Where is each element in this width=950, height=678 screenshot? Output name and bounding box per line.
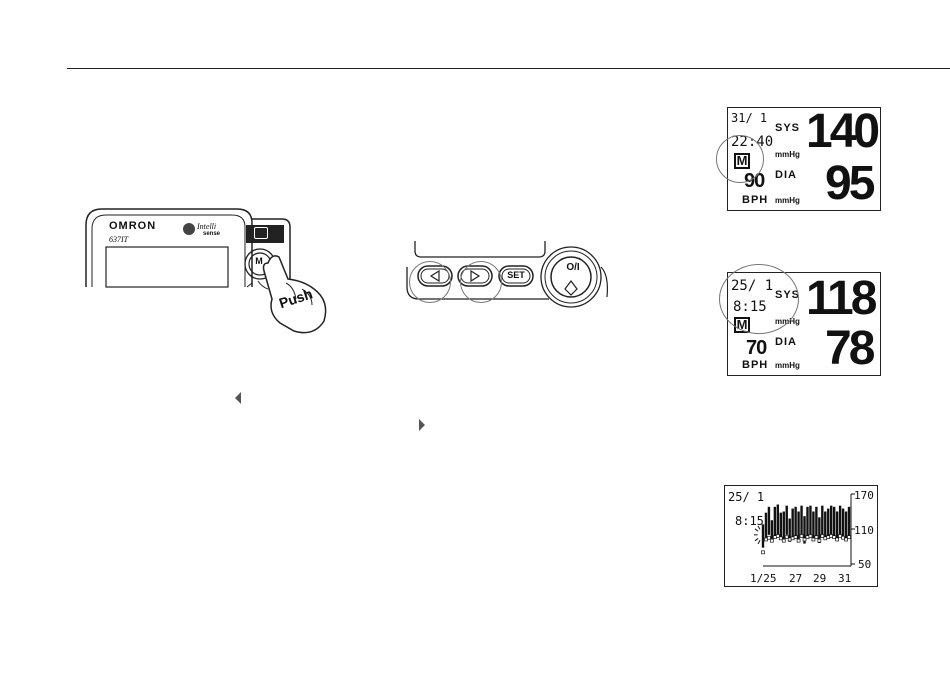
y-tick-label: 170 [854,489,874,502]
pulse-point [785,536,788,539]
bp-bar [762,524,764,547]
sys-unit: mmHg [775,150,800,159]
x-tick-label: 31 [838,572,851,585]
x-tick-label: 1/25 [750,572,777,585]
pulse-point [836,538,839,541]
pulse-point [770,539,773,542]
dia-label: DIA [775,169,797,181]
date-highlight-circle [719,264,799,334]
blink-ray [758,526,760,530]
pulse-point [848,536,851,539]
pulse-point [794,536,797,539]
pulse-point [833,536,836,539]
bp-bar [812,512,814,540]
pulse-point [782,539,785,542]
bp-bar [791,509,793,538]
left-button-highlight [409,261,451,303]
pulse-label: BPH [742,194,768,206]
pulse-point [791,537,794,540]
right-arrow-icon [417,418,427,432]
memory-button[interactable]: M [253,256,265,266]
bp-bar [842,509,844,538]
pulse-label: BPH [742,359,768,371]
bp-bar [827,509,829,538]
dia-unit: mmHg [775,361,800,370]
bp-bar [797,512,799,541]
pulse-point [764,538,767,541]
bp-bar [768,507,770,535]
pulse-point [767,536,770,539]
reading-date: 31/ 1 [731,111,767,125]
dia-value: 78 [825,325,872,373]
bp-bar [765,513,767,538]
intellisense-icon [183,223,195,235]
bp-bar [824,512,826,538]
blink-ray [758,540,760,544]
model-number: 637IT [109,235,128,244]
bp-bar [836,512,838,540]
bp-bar [830,506,832,535]
bp-bar [821,506,823,535]
pulse-point [824,537,827,540]
bp-bar [839,506,841,535]
dia-value: 95 [825,160,872,208]
y-tick-label: 110 [854,524,874,537]
pulse-point [827,536,830,539]
bp-bar [783,512,785,540]
bp-bar [845,512,847,541]
x-tick-label: 27 [789,572,802,585]
y-tick-label: 50 [858,558,871,571]
lcd-display-trend: 25/ 1 8:15 170 110 50 1/25 27 29 31 [724,485,878,587]
dia-unit: mmHg [775,196,800,205]
x-tick-label: 29 [813,572,826,585]
right-button-highlight [460,261,502,303]
pulse-point [809,535,812,538]
bp-bar [815,507,817,536]
pulse-point [800,535,803,538]
bp-bar [771,520,773,540]
bp-bar [794,507,796,536]
bp-bar [780,513,782,538]
dia-label: DIA [775,336,797,348]
pulse-point [818,539,821,542]
bp-bar [774,507,776,536]
bp-bar [800,506,802,535]
pulse-point [797,539,800,542]
pulse-point [773,536,776,539]
pulse-point [762,551,765,554]
brand-logo: OMRON [109,220,156,232]
set-button[interactable]: SET [501,270,531,280]
blink-ray [755,538,758,540]
memory-icon [254,227,268,239]
pulse-point [812,538,815,541]
sys-label: SYS [775,122,800,134]
pulse-value: 70 [746,337,766,360]
pulse-point [821,535,824,538]
bp-bar [809,506,811,535]
pulse-point [845,538,848,541]
intellisense-sub: sense [203,231,220,237]
pulse-point [788,538,791,541]
sys-value: 118 [806,275,874,323]
pulse-point [803,538,806,541]
pulse-point [839,535,842,538]
blink-ray [755,529,758,531]
pulse-point [779,537,782,540]
pulse-point [830,535,833,538]
left-arrow-icon [233,391,243,405]
bp-bar [786,506,788,535]
pulse-point [842,536,845,539]
bp-bar [806,507,808,536]
bp-bar [777,505,779,535]
sys-value: 140 [806,108,877,156]
pulse-point [776,535,779,538]
pulse-point [815,536,818,539]
bp-bar [848,507,850,536]
bp-bar [833,507,835,536]
memory-highlight-circle [716,135,764,183]
intellisense-logo: Intelli [197,222,216,231]
power-button[interactable]: O/I [558,262,588,273]
header-rule [67,68,950,69]
pulse-point [806,536,809,539]
